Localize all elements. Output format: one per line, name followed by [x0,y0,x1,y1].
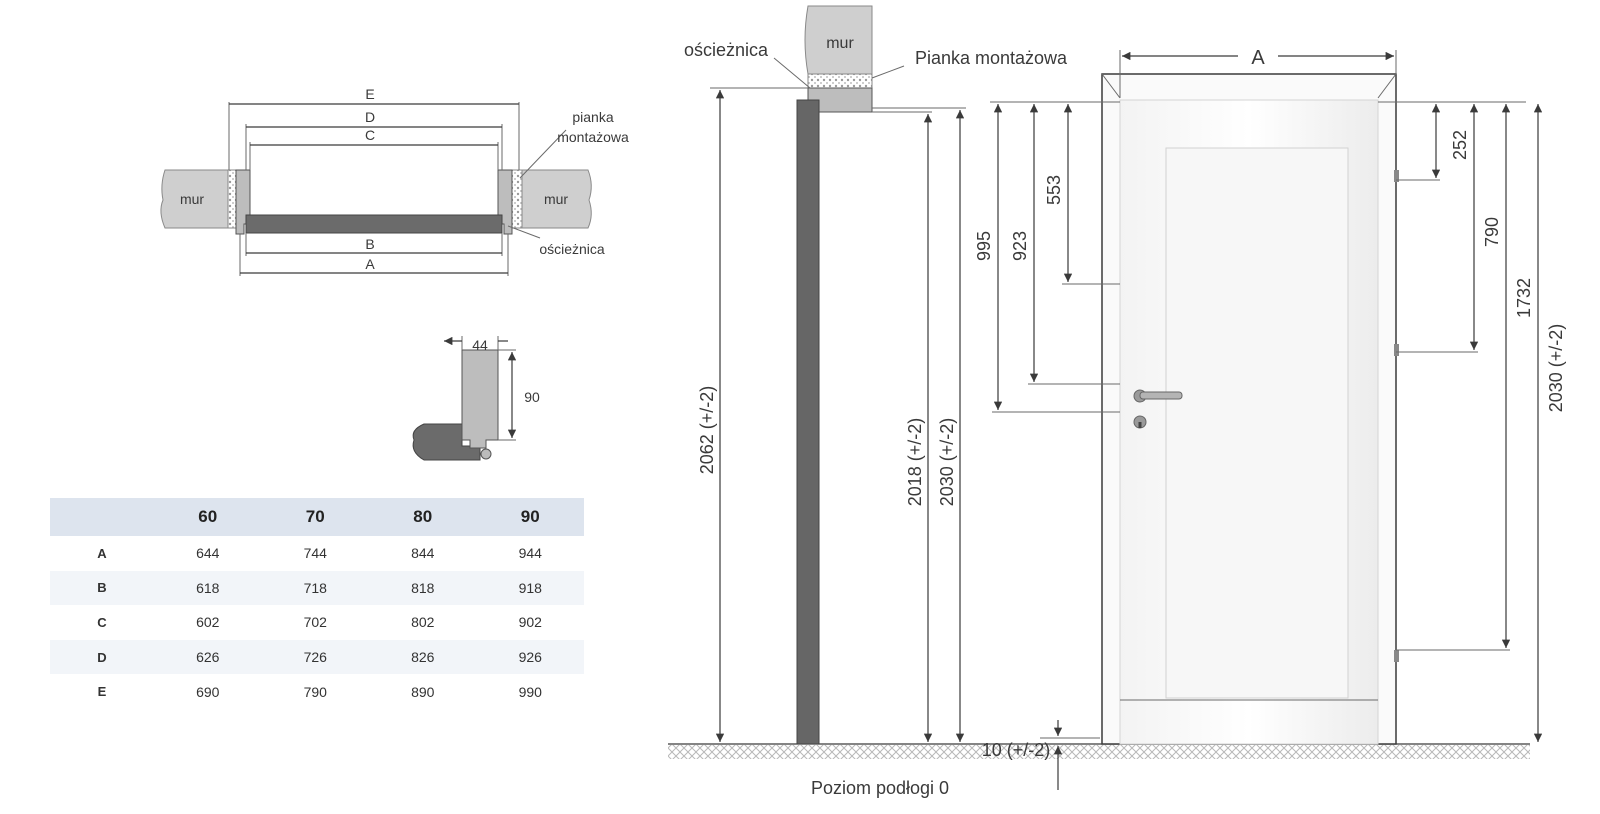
table-cell: 618 [154,570,262,606]
detail-hinge [480,448,492,460]
section-leaf [796,99,820,745]
plan-dim-E: E [365,86,374,102]
wall-left [160,169,229,229]
elev-dim-995: 995 [974,231,994,261]
plan-dim-B: B [365,236,374,252]
table-cell: 944 [518,545,542,562]
plan-pianka-label-1: pianka [572,109,613,125]
table-cell: 726 [261,639,369,675]
table-row-label: D [50,639,154,675]
plan-oscieznica-label: ościeżnica [539,241,605,257]
elev-dim-1732: 1732 [1514,278,1534,318]
plan-dim-A: A [365,256,375,272]
plan-view: mur mur E D C B A pianka montażow [160,86,629,276]
table-row: C 602 702 802 902 [50,605,584,640]
section-dim-2018: 2018 (+/-2) [905,418,925,507]
elev-dim-790: 790 [1482,217,1502,247]
table-row-label: E [97,684,107,700]
section-dim-2062: 2062 (+/-2) [697,386,717,475]
table-cell: 744 [303,545,327,562]
detail-frame [461,349,499,449]
table-cell: 702 [303,614,327,631]
plan-dim-D: D [365,109,375,125]
detail-leaf [412,423,481,461]
table-cell: 918 [476,570,584,606]
section-oscieznica-label: ościeżnica [684,40,769,60]
elev-dim-10: 10 (+/-2) [982,740,1051,760]
table-row: A 644 744 844 944 [50,536,584,571]
table-cell: 644 [196,545,220,562]
detail-width-label: 44 [472,337,488,353]
table-cell: 990 [518,683,542,700]
table-row: B 618 718 818 918 [50,570,584,606]
table-row-label: A [97,545,107,561]
hinge-middle [1394,344,1399,356]
table-cell: 690 [196,683,220,700]
table-cell: 926 [476,639,584,675]
table-row-label: C [97,614,107,630]
elevation-view: A 995 923 553 10 (+/-2) 252 790 1732 203… [974,44,1566,790]
table-cell: 844 [411,545,435,562]
door-leaf-plan [245,214,503,234]
table-header-row: 60 70 80 90 [50,498,584,536]
table-cell: 826 [369,639,477,675]
hinge-top [1394,170,1399,182]
table-cell: 790 [303,683,327,700]
plan-dim-C: C [365,127,375,143]
table-cell: 626 [154,639,262,675]
floor-hatch [668,745,1530,759]
section-foam [807,73,873,89]
table-header-90: 90 [476,498,584,536]
elev-dim-2030: 2030 (+/-2) [1546,324,1566,413]
plan-pianka-label-2: montażowa [557,129,629,145]
table-cell: 818 [369,570,477,606]
table-header-70: 70 [261,498,369,536]
section-pianka-label: Pianka montażowa [915,48,1068,68]
table-row: E 690 790 890 990 [50,674,584,709]
hinge-bottom [1394,650,1399,662]
section-view: mur ościeżnica Pianka montażowa 2062 (+/… [668,5,1530,798]
plan-mur-right-label: mur [544,191,568,207]
table-cell: 602 [196,614,220,631]
elev-dim-553: 553 [1044,175,1064,205]
table-corner-cell [50,498,154,536]
table-header-60: 60 [154,498,262,536]
frame-detail: 44 90 [412,336,540,461]
detail-height-label: 90 [524,389,540,405]
table-cell: 718 [261,570,369,606]
door-handle-lever [1139,391,1183,400]
elev-dim-A: A [1251,47,1265,69]
elev-dim-252: 252 [1450,130,1470,160]
floor-level-label: Poziom podłogi 0 [811,778,949,798]
plan-mur-left-label: mur [180,191,204,207]
dimensions-table: 60 70 80 90 A 644 744 844 944 B 618 718 … [50,498,584,709]
section-mur-label: mur [826,35,854,52]
table-cell: 890 [411,683,435,700]
table-row: D 626 726 826 926 [50,639,584,675]
table-row-label: B [50,570,154,606]
table-header-80: 80 [369,498,477,536]
table-cell: 902 [518,614,542,631]
wall-right [521,169,592,229]
elev-dim-923: 923 [1010,231,1030,261]
table-cell: 802 [411,614,435,631]
door-panel [1165,147,1349,699]
section-dim-2030: 2030 (+/-2) [937,418,957,507]
